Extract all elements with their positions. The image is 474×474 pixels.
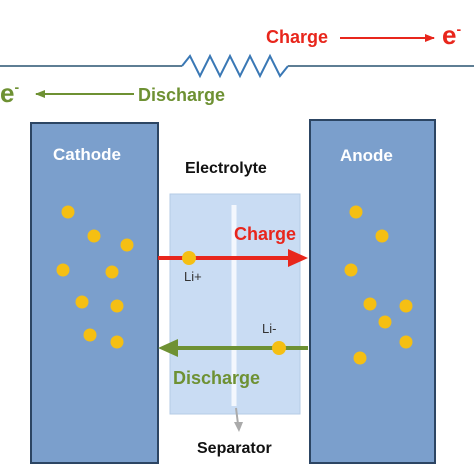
particle <box>56 263 70 277</box>
particle <box>83 328 97 342</box>
li-minus-label: Li- <box>262 321 277 336</box>
ion-charge-arrowhead <box>288 249 308 267</box>
particle <box>75 295 89 309</box>
li-minus-ion <box>272 341 286 355</box>
particle <box>344 263 358 277</box>
separator-pointer <box>235 407 239 425</box>
electron-symbol: e <box>0 78 15 108</box>
electron-charge-sign: - <box>456 21 462 37</box>
electrolyte-label: Electrolyte <box>185 160 267 177</box>
resistor <box>181 53 289 79</box>
electron-right-label: e- <box>442 22 461 48</box>
ion-charge-label: Charge <box>234 224 297 244</box>
particle <box>353 351 367 365</box>
anode-label: Anode <box>340 146 393 165</box>
particle <box>399 299 413 313</box>
electron-charge-sign: - <box>14 79 20 95</box>
particle <box>110 335 124 349</box>
particle <box>105 265 119 279</box>
particle <box>87 229 101 243</box>
ion-discharge-label: Discharge <box>173 368 261 388</box>
circuit-charge-label: Charge <box>266 27 329 47</box>
particle <box>110 299 124 313</box>
circuit-discharge-label: Discharge <box>138 85 226 105</box>
particle <box>61 205 75 219</box>
anode <box>309 119 436 464</box>
cathode-particles <box>56 205 134 349</box>
cathode <box>30 122 159 464</box>
separator-label: Separator <box>197 440 272 457</box>
li-plus-ion <box>182 251 196 265</box>
cathode-label: Cathode <box>53 145 121 164</box>
electron-symbol: e <box>442 20 457 50</box>
anode-particles <box>344 205 413 365</box>
particle <box>349 205 363 219</box>
li-plus-label: Li+ <box>184 269 202 284</box>
electron-left-label: e- <box>0 80 19 106</box>
particle <box>399 335 413 349</box>
particle <box>378 315 392 329</box>
particle <box>375 229 389 243</box>
particle <box>363 297 377 311</box>
separator-pointer-head <box>234 422 243 432</box>
ion-discharge-arrowhead <box>158 339 178 357</box>
particle <box>120 238 134 252</box>
